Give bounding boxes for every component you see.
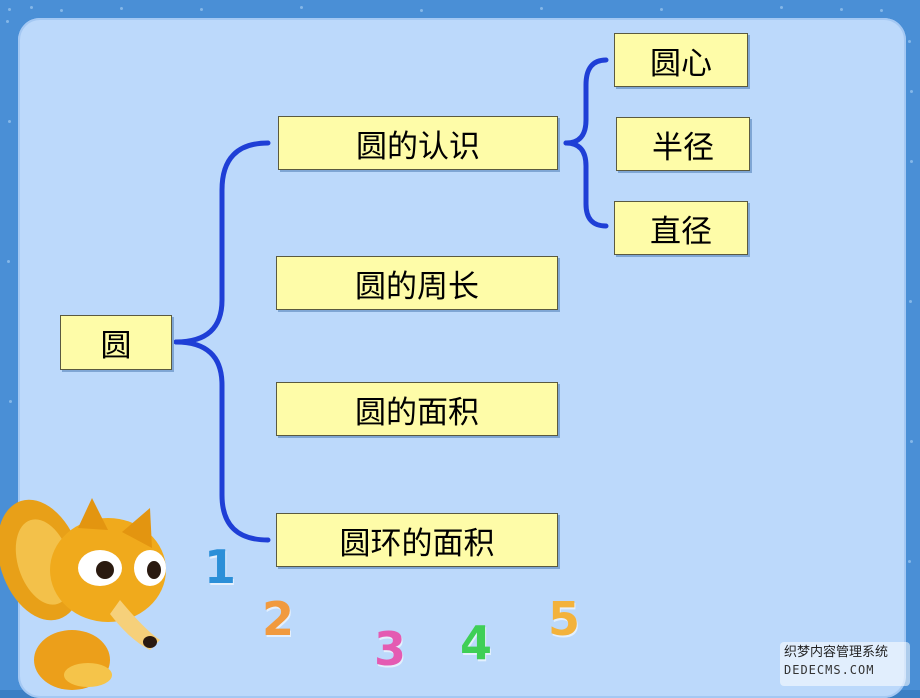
frame-dot [200, 8, 203, 11]
frame-dot [909, 300, 912, 303]
frame-dot [8, 8, 11, 11]
frame-dot [780, 6, 783, 9]
sub-brace-lower [563, 140, 609, 229]
frame-dot [540, 7, 543, 10]
frame-dot [300, 6, 303, 9]
root-node: 圆 [60, 315, 172, 370]
number-4: 4 [460, 616, 493, 670]
sub-brace-upper [563, 57, 609, 146]
frame-dot [910, 440, 913, 443]
frame-dot [908, 560, 911, 563]
frame-dot [30, 6, 33, 9]
frame-dot [910, 90, 913, 93]
frame-dot [8, 120, 11, 123]
frame-dot [9, 400, 12, 403]
sub-node-diameter: 直径 [614, 201, 748, 255]
root-brace [173, 140, 271, 345]
frame-dot [420, 9, 423, 12]
number-1: 1 [204, 540, 237, 594]
frame-dot [880, 9, 883, 12]
watermark-url: DEDECMS.COM [784, 663, 875, 677]
sub-node-radius: 半径 [616, 117, 750, 171]
frame-dot [60, 9, 63, 12]
root-brace-lower [173, 339, 271, 543]
number-2: 2 [262, 592, 295, 646]
branch-node-circumference: 圆的周长 [276, 256, 558, 310]
frame-dot [7, 260, 10, 263]
number-5: 5 [548, 592, 581, 646]
fox-mascot-illustration [0, 498, 166, 690]
frame-dot [660, 8, 663, 11]
frame-dot [6, 20, 9, 23]
frame-dot [840, 8, 843, 11]
frame-dot [120, 7, 123, 10]
watermark-title: 织梦内容管理系统 [784, 645, 889, 660]
frame-dot [908, 40, 911, 43]
branch-node-area: 圆的面积 [276, 382, 558, 436]
frame-dot [910, 160, 913, 163]
branch-node-ring-area: 圆环的面积 [276, 513, 558, 567]
sub-node-center: 圆心 [614, 33, 748, 87]
number-3: 3 [374, 622, 407, 676]
branch-node-recognition: 圆的认识 [278, 116, 558, 170]
watermark-badge: 织梦内容管理系统 DEDECMS.COM [780, 642, 910, 686]
